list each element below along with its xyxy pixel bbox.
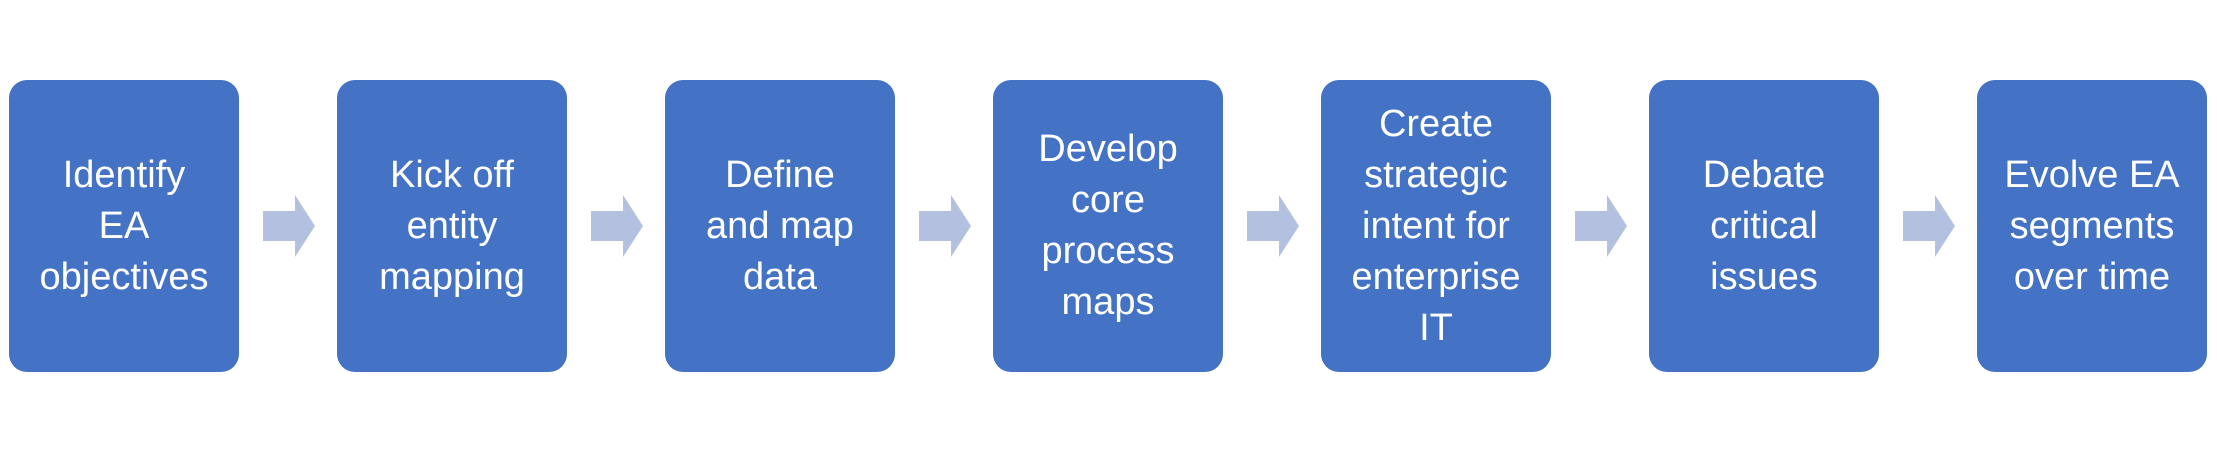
step-identify-ea-objectives: Identify EA objectives: [9, 80, 239, 372]
right-arrow-icon: [591, 195, 643, 257]
step-develop-core-process-maps: Develop core process maps: [993, 80, 1223, 372]
step-label: Define and map data: [706, 153, 854, 298]
right-arrow-icon: [1247, 195, 1299, 257]
right-arrow-icon: [263, 195, 315, 257]
right-arrow-icon: [1903, 195, 1955, 257]
step-label: Create strategic intent for enterprise I…: [1351, 102, 1521, 349]
right-arrow-icon: [919, 195, 971, 257]
step-debate-critical-issues: Debate critical issues: [1649, 80, 1879, 372]
step-label: Identify EA objectives: [39, 153, 209, 298]
step-kick-off-entity-mapping: Kick off entity mapping: [337, 80, 567, 372]
step-evolve-ea-segments: Evolve EA segments over time: [1977, 80, 2207, 372]
step-label: Develop core process maps: [1038, 128, 1178, 323]
step-label: Kick off entity mapping: [379, 153, 525, 298]
step-define-and-map-data: Define and map data: [665, 80, 895, 372]
step-label: Evolve EA segments over time: [2004, 153, 2180, 298]
step-create-strategic-intent: Create strategic intent for enterprise I…: [1321, 80, 1551, 372]
step-label: Debate critical issues: [1702, 153, 1826, 298]
right-arrow-icon: [1575, 195, 1627, 257]
